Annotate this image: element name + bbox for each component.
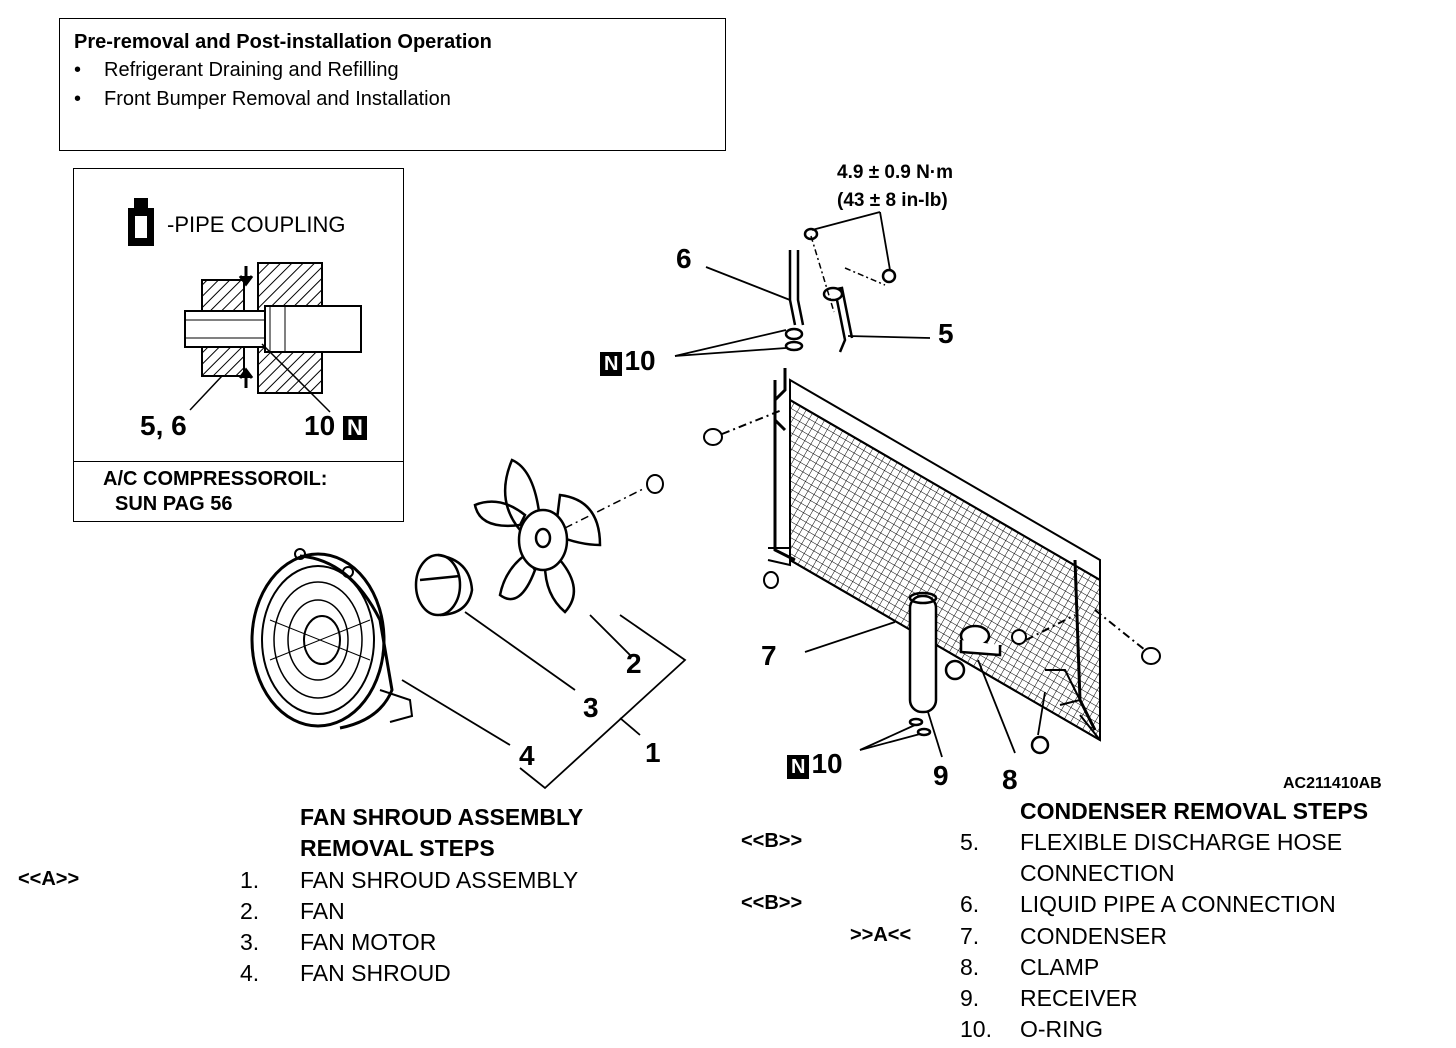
fan-step-3-text: FAN MOTOR — [300, 929, 437, 955]
discharge-hose-and-liquid-pipe — [773, 227, 897, 432]
cond-step-5-ref: <<B>> — [741, 830, 803, 852]
pre-removal-bullet-2: •Front Bumper Removal and Installation — [74, 88, 451, 110]
clamp — [944, 624, 1050, 755]
callout-2: 2 — [626, 648, 642, 679]
pre-removal-bullet-1: •Refrigerant Draining and Refilling — [74, 59, 399, 81]
inset-label-10: 10 N — [304, 410, 369, 442]
fan-step-1-text: FAN SHROUD ASSEMBLY — [300, 867, 579, 893]
pipe-coupling-label: -PIPE COUPLING — [167, 212, 346, 237]
fan-motor — [414, 553, 474, 617]
callout-8: 8 — [1002, 764, 1018, 795]
callout-1: 1 — [645, 737, 661, 768]
fan-step-ref-a: <<A>> — [18, 868, 80, 890]
fan-step-1-num: 1. — [240, 867, 260, 893]
n-marker-icon: N — [342, 416, 367, 440]
callout-5: 5 — [938, 318, 954, 349]
torque-line-2: (43 ± 8 in-lb) — [837, 190, 948, 211]
cond-step-5-text-2: CONNECTION — [1020, 860, 1175, 886]
receiver — [908, 591, 938, 737]
n-marker-icon: N — [600, 352, 623, 376]
oil-spec-line-1: A/C COMPRESSOROIL: — [103, 468, 328, 490]
figure-code: AC211410AB — [1283, 775, 1382, 792]
fan-blades — [473, 458, 602, 614]
cond-step-9-text: RECEIVER — [1020, 985, 1138, 1011]
callout-6: 6 — [676, 243, 692, 274]
cond-step-5-text: FLEXIBLE DISCHARGE HOSE — [1020, 829, 1343, 855]
condenser-bolts — [703, 409, 1161, 665]
condenser — [763, 378, 1101, 742]
callout-9: 9 — [933, 760, 949, 791]
coupling-cross-section — [184, 262, 362, 413]
fan-steps-title-1: FAN SHROUD ASSEMBLY — [300, 804, 584, 830]
n-marker-icon: N — [787, 755, 810, 779]
cond-step-10-text: O-RING — [1020, 1016, 1104, 1042]
pre-removal-title: Pre-removal and Post-installation Operat… — [74, 31, 492, 53]
leader-lines — [401, 211, 1046, 790]
inset-divider — [74, 461, 403, 462]
cond-step-6-num: 6. — [960, 891, 980, 917]
torque-line-1: 4.9 ± 0.9 N·m — [837, 162, 954, 183]
fan-step-2-text: FAN — [300, 898, 345, 924]
cond-step-5-num: 5. — [960, 829, 980, 855]
callout-7: 7 — [761, 640, 777, 671]
cond-step-6-text: LIQUID PIPE A CONNECTION — [1020, 891, 1336, 917]
cond-step-7-text: CONDENSER — [1020, 923, 1167, 949]
fan-steps-title-2: REMOVAL STEPS — [300, 835, 495, 861]
fan-shroud — [250, 548, 414, 730]
cond-step-9-num: 9. — [960, 985, 980, 1011]
fan-step-4-text: FAN SHROUD — [300, 960, 451, 986]
fan-step-2-num: 2. — [240, 898, 260, 924]
callout-3: 3 — [583, 692, 599, 723]
fan-step-4-num: 4. — [240, 960, 260, 986]
pre-removal-box: Pre-removal and Post-installation Operat… — [59, 18, 726, 151]
oil-bottle-icon — [128, 198, 154, 246]
cond-step-6-ref: <<B>> — [741, 892, 803, 914]
cond-step-7-ref: >>A<< — [850, 924, 912, 946]
callout-4: 4 — [519, 740, 535, 771]
condenser-steps-title: CONDENSER REMOVAL STEPS — [1020, 798, 1369, 824]
cond-step-8-text: CLAMP — [1020, 954, 1100, 980]
inset-label-5-6: 5, 6 — [140, 410, 187, 441]
cond-step-7-num: 7. — [960, 923, 980, 949]
pipe-coupling-inset — [73, 168, 404, 522]
cond-step-10-num: 10. — [960, 1016, 992, 1042]
fan-nut — [564, 474, 664, 529]
cond-step-8-num: 8. — [960, 954, 980, 980]
oil-spec-line-2: SUN PAG 56 — [115, 493, 233, 515]
fan-step-3-num: 3. — [240, 929, 260, 955]
